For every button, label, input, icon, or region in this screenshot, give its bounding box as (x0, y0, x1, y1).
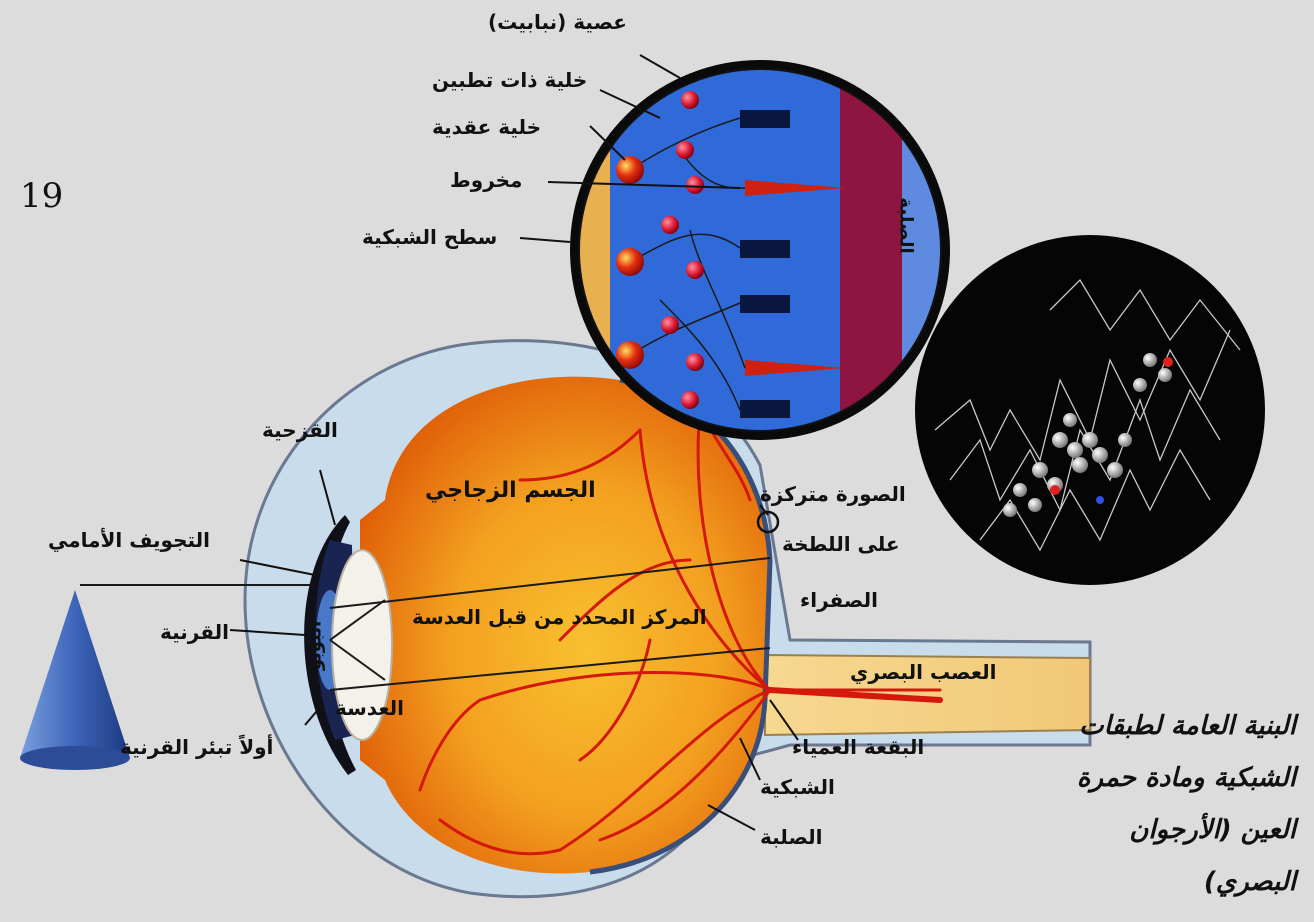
label-retina-surface: سطح الشبكية (362, 225, 497, 249)
label-blind-spot: البقعة العمياء (792, 735, 924, 759)
cone-base (20, 746, 130, 770)
label-optic-nerve: العصب البصري (850, 660, 997, 684)
rhodopsin-inset (915, 235, 1265, 585)
label-image-focused-line1: الصورة متركزة (760, 482, 906, 506)
caption-line: الشبكية ومادة حمرة (996, 752, 1296, 804)
figure-caption: البنية العامة لطبقات الشبكية ومادة حمرة … (996, 700, 1296, 908)
cone-object (20, 590, 130, 758)
label-lens-focus: المركز المحدد من قبل العدسة (412, 605, 707, 629)
label-cone: مخروط (450, 168, 522, 192)
label-vitreous-body: الجسم الزجاجي (425, 478, 596, 503)
label-rod: عصية (نبابيت) (488, 10, 627, 34)
caption-line: البنية العامة لطبقات (996, 700, 1296, 752)
label-lens: العدسة (335, 696, 404, 720)
label-retina: الشبكية (760, 775, 835, 799)
label-ganglion-cell: خلية عقدية (432, 115, 541, 139)
label-sclera: الصلبة (760, 825, 823, 849)
label-sclera-inset: الصلبة (896, 197, 917, 253)
label-iris: القزحية (262, 418, 338, 442)
label-anterior-chamber: التجويف الأمامي (48, 528, 210, 552)
label-image-focused-line3: الصفراء (800, 588, 878, 612)
label-pupil: البؤبؤ (304, 621, 325, 671)
label-first-cornea-refraction: أولاً تبئر القرنية (120, 735, 273, 759)
caption-line: البصري) (996, 856, 1296, 908)
page-number: 19 (20, 176, 63, 216)
label-image-focused-line2: على اللطخة (782, 532, 900, 556)
caption-line: العين (الأرجوان (996, 804, 1296, 856)
label-cornea: القرنية (160, 620, 229, 644)
label-amacrine-cell: خلية ذات تطبين (432, 68, 587, 92)
